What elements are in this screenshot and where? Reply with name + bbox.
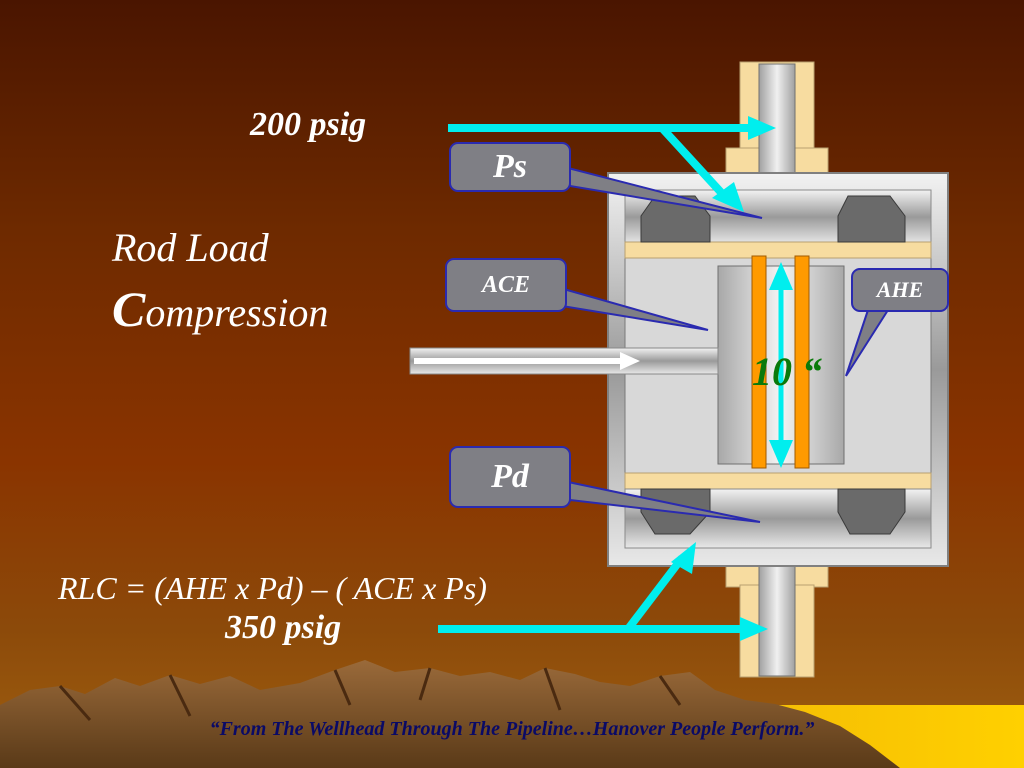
suction-flow-diagonal (659, 125, 731, 203)
stroke-arrowhead-bottom (769, 440, 793, 468)
suction-valve-right (837, 195, 906, 243)
ace-callout: ACE (445, 258, 567, 312)
suction-valve-seat (624, 241, 932, 259)
piston-ring-left (751, 255, 767, 469)
rod-load-formula: RLC = (AHE x Pd) – ( ACE x Ps) (58, 570, 487, 606)
title-line-1: Rod Load (112, 225, 269, 270)
discharge-diagonal-arrowhead (671, 542, 696, 574)
discharge-valve-right (837, 488, 906, 535)
title-line-2: Compression (112, 284, 328, 334)
mountain-range (0, 660, 900, 768)
pd-callout: Pd (449, 446, 571, 508)
discharge-nozzle-bore (758, 547, 796, 677)
rod-direction-arrow (414, 352, 640, 370)
ps-callout: Ps (449, 142, 571, 192)
stroke-dimension-label: 10 “ (752, 349, 822, 394)
mountain-ridges (58, 667, 682, 721)
title-initial: C (112, 281, 146, 337)
suction-flow-arrowhead (748, 116, 776, 140)
ahe-callout: AHE (851, 268, 949, 312)
suction-valve-left (640, 195, 711, 243)
discharge-flow-arrowhead (740, 617, 768, 641)
discharge-flow-diagonal (624, 555, 686, 632)
discharge-pressure-label: 350 psig (225, 609, 342, 646)
piston-ring-right (794, 255, 810, 469)
suction-pressure-label: 200 psig (250, 106, 367, 143)
stroke-arrowhead-top (769, 262, 793, 290)
footer-tagline: “From The Wellhead Through The Pipeline…… (209, 718, 815, 740)
suction-diagonal-arrowhead (712, 182, 744, 212)
discharge-valve-seat (624, 472, 932, 490)
title-rest: ompression (145, 290, 329, 335)
